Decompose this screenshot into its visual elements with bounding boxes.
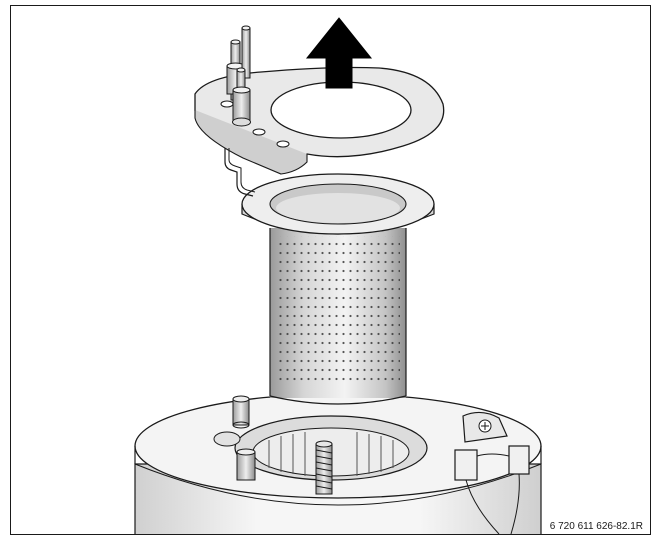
figure-frame: 6 720 611 626-82.1R (10, 5, 651, 535)
electrode-pins (226, 25, 251, 127)
tank-top-post-left (232, 395, 250, 429)
burner-assembly-illustration (134, 17, 542, 534)
control-connector (454, 411, 530, 534)
electrode-wire (224, 148, 256, 197)
electrode-flange (194, 66, 445, 175)
burner-cylinder (241, 173, 435, 405)
tank-top-post-lower (236, 448, 256, 481)
tank-top-oval-port (213, 431, 241, 447)
threaded-stud (315, 440, 333, 495)
figure-code: 6 720 611 626-82.1R (548, 521, 644, 532)
up-arrow-icon (305, 17, 373, 89)
